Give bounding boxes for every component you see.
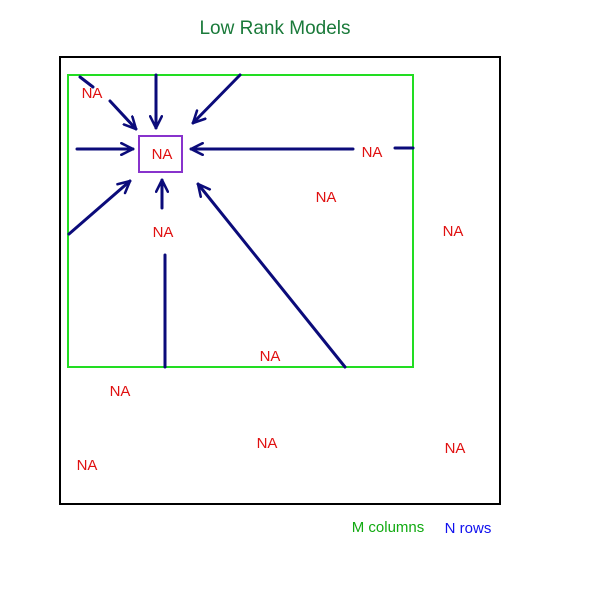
arrow-from-lower-left	[67, 179, 132, 236]
na-label: NA	[82, 85, 103, 102]
na-label: NA	[110, 383, 131, 400]
na-label: NA	[153, 224, 174, 241]
na-label: NA	[362, 144, 383, 161]
diagram-title: Low Rank Models	[199, 18, 350, 39]
na-label-target: NA	[152, 146, 173, 163]
columns-label: M columns	[352, 519, 425, 536]
arrow-from-top-right	[191, 73, 242, 125]
na-label: NA	[316, 189, 337, 206]
arrow-from-lower-right	[196, 182, 347, 369]
na-label: NA	[257, 435, 278, 452]
arrow-stub	[78, 75, 95, 89]
na-label: NA	[260, 348, 281, 365]
na-label: NA	[77, 457, 98, 474]
outer-matrix-frame	[59, 56, 501, 505]
target-cell	[138, 135, 183, 173]
na-label: NA	[443, 223, 464, 240]
arrow-from-top-left	[108, 99, 138, 131]
low-rank-submatrix	[67, 74, 414, 368]
rows-label: N rows	[445, 520, 492, 537]
na-label: NA	[445, 440, 466, 457]
